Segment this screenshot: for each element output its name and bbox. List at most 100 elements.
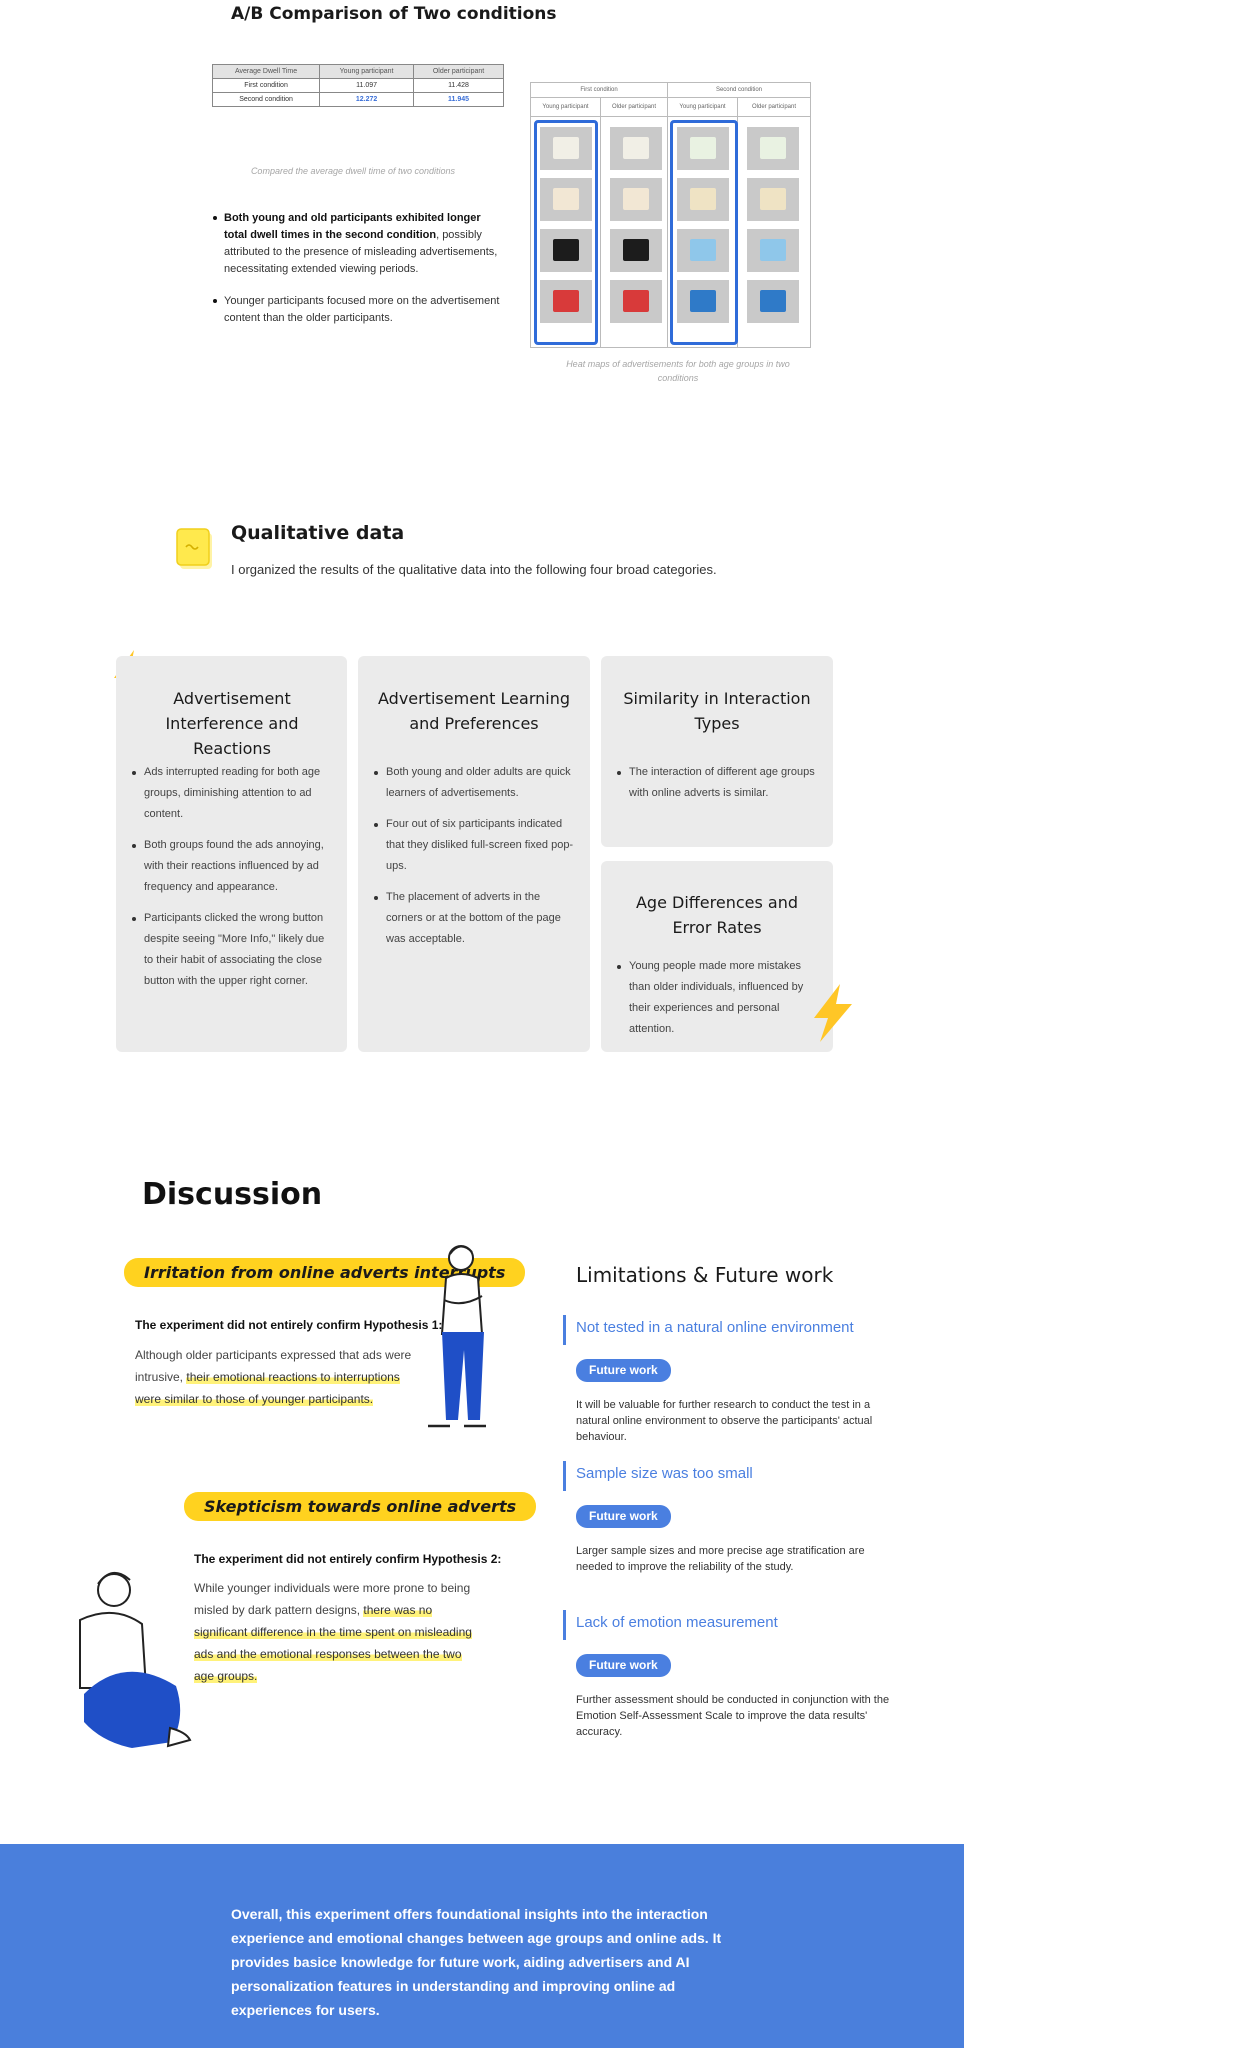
finding-bold: Both young and old participants exhibite… xyxy=(224,212,481,241)
lightning-icon xyxy=(806,982,858,1049)
card-title: Advertisement Interference and Reactions xyxy=(165,689,299,758)
heatmap-thumbnail xyxy=(610,280,662,323)
heatmap-thumbnail xyxy=(540,229,592,272)
limitation-text: Larger sample sizes and more precise age… xyxy=(576,1545,865,1573)
hypothesis-heading: The experiment did not entirely confirm … xyxy=(135,1318,443,1332)
list-item: Four out of six participants indicated t… xyxy=(372,814,578,877)
list-item: Both young and old participants exhibite… xyxy=(213,210,505,278)
heatmap-thumbnail xyxy=(747,229,799,272)
ab-findings-list: Both young and old participants exhibite… xyxy=(213,210,505,342)
heatmap-column xyxy=(531,117,601,347)
card-points: Ads interrupted reading for both age gro… xyxy=(130,762,336,1002)
heatmap-col-label: Young participant xyxy=(668,98,738,117)
list-item: Participants clicked the wrong button de… xyxy=(130,908,336,992)
heatmap-group-label: First condition xyxy=(531,83,668,98)
list-item: Ads interrupted reading for both age gro… xyxy=(130,762,336,825)
heatmap-thumbnail xyxy=(540,178,592,221)
table-cell: 12.272 xyxy=(319,92,415,107)
table-header: Average Dwell Time xyxy=(211,64,321,79)
heatmap-figure: First condition Second condition Young p… xyxy=(530,82,811,348)
dwell-time-table-figure: Average Dwell Time Young participant Old… xyxy=(203,58,515,120)
list-item: The interaction of different age groups … xyxy=(615,762,821,804)
sitting-person-illustration xyxy=(70,1562,198,1765)
sticky-note-icon xyxy=(176,527,214,571)
heatmap-thumbnail xyxy=(540,127,592,170)
paragraph-text: Although older participants expressed th… xyxy=(135,1348,412,1384)
table-header: Young participant xyxy=(319,64,415,79)
category-card: Advertisement Learning and Preferences B… xyxy=(358,656,590,1052)
accent-bar xyxy=(563,1461,566,1491)
list-item: Both young and older adults are quick le… xyxy=(372,762,578,804)
heatmap-thumbnail xyxy=(747,178,799,221)
list-item: Young people made more mistakes than old… xyxy=(615,956,821,1040)
future-work-badge: Future work xyxy=(576,1359,671,1382)
qualitative-title: Qualitative data xyxy=(231,522,405,544)
heatmap-col-label: Older participant xyxy=(738,98,810,117)
paragraph-text: While younger individuals were more pron… xyxy=(194,1581,471,1617)
heatmap-thumbnail xyxy=(747,127,799,170)
accent-bar xyxy=(563,1610,566,1640)
table-cell: 11.428 xyxy=(413,78,504,93)
limitation-item: Not tested in a natural online environme… xyxy=(563,1315,893,1445)
list-item: Both groups found the ads annoying, with… xyxy=(130,835,336,898)
discussion-title: Discussion xyxy=(142,1177,323,1212)
heatmap-highlight-frame xyxy=(670,120,738,345)
heatmap-column xyxy=(601,117,668,347)
list-item: The placement of adverts in the corners … xyxy=(372,887,578,950)
heatmap-col-label: Older participant xyxy=(601,98,668,117)
heatmap-header: First condition Second condition Young p… xyxy=(531,83,810,117)
discussion-tag: Skepticism towards online adverts xyxy=(184,1492,537,1521)
ab-section-title: A/B Comparison of Two conditions xyxy=(231,4,557,24)
heatmap-thumbnail xyxy=(677,280,729,323)
future-work-badge: Future work xyxy=(576,1505,671,1528)
list-item: Younger participants focused more on the… xyxy=(213,293,505,327)
heatmap-thumbnail xyxy=(540,280,592,323)
limitation-text: Further assessment should be conducted i… xyxy=(576,1694,890,1738)
limitation-title: Sample size was too small xyxy=(576,1465,753,1482)
category-card: Similarity in Interaction Types The inte… xyxy=(601,656,833,847)
heatmap-group-label: Second condition xyxy=(668,83,810,98)
heatmap-thumbnail xyxy=(610,229,662,272)
conclusion-banner: Overall, this experiment offers foundati… xyxy=(0,1844,964,2048)
table-cell: Second condition xyxy=(211,92,321,107)
table-row: First condition 11.097 11.428 xyxy=(211,78,504,93)
card-title: Advertisement Learning and Preferences xyxy=(378,689,570,733)
standing-person-illustration xyxy=(424,1240,494,1437)
qualitative-subtitle: I organized the results of the qualitati… xyxy=(231,562,717,577)
card-points: Young people made more mistakes than old… xyxy=(615,956,821,1050)
heatmap-highlight-frame xyxy=(534,120,598,345)
heatmap-thumbnail xyxy=(677,229,729,272)
conclusion-text: Overall, this experiment offers foundati… xyxy=(231,1906,722,2018)
hypothesis-heading: The experiment did not entirely confirm … xyxy=(194,1552,502,1566)
limitation-item: Sample size was too small Future work La… xyxy=(563,1461,893,1591)
accent-bar xyxy=(563,1315,566,1345)
limitation-title: Lack of emotion measurement xyxy=(576,1614,778,1631)
card-points: Both young and older adults are quick le… xyxy=(372,762,578,960)
card-points: The interaction of different age groups … xyxy=(615,762,821,814)
limitations-title: Limitations & Future work xyxy=(576,1263,834,1287)
table-row: Second condition 12.272 11.945 xyxy=(211,92,504,107)
limitation-item: Lack of emotion measurement Future work … xyxy=(563,1610,893,1750)
card-title: Similarity in Interaction Types xyxy=(623,689,811,733)
dwell-time-table: Average Dwell Time Young participant Old… xyxy=(211,64,504,107)
heatmap-thumbnail xyxy=(677,178,729,221)
discussion-paragraph: While younger individuals were more pron… xyxy=(194,1577,474,1687)
table-caption: Compared the average dwell time of two c… xyxy=(250,166,456,176)
table-header: Older participant xyxy=(413,64,504,79)
heatmap-thumbnail xyxy=(747,280,799,323)
limitation-text: It will be valuable for further research… xyxy=(576,1399,873,1443)
heatmap-thumbnail xyxy=(677,127,729,170)
heatmap-col-label: Young participant xyxy=(531,98,601,117)
heatmap-thumbnail xyxy=(610,178,662,221)
card-title: Age Differences and Error Rates xyxy=(635,893,799,937)
table-cell: 11.945 xyxy=(413,92,504,107)
table-cell: First condition xyxy=(211,78,321,93)
heatmap-thumbnail xyxy=(610,127,662,170)
limitation-title: Not tested in a natural online environme… xyxy=(576,1319,854,1336)
finding-text: , possibly attributed to the presence of… xyxy=(224,229,498,275)
category-card: Age Differences and Error Rates Young pe… xyxy=(601,861,833,1052)
heatmap-column xyxy=(668,117,738,347)
heatmap-caption: Heat maps of advertisements for both age… xyxy=(566,359,790,383)
finding-text: Younger participants focused more on the… xyxy=(224,295,500,324)
heatmap-column xyxy=(738,117,810,347)
